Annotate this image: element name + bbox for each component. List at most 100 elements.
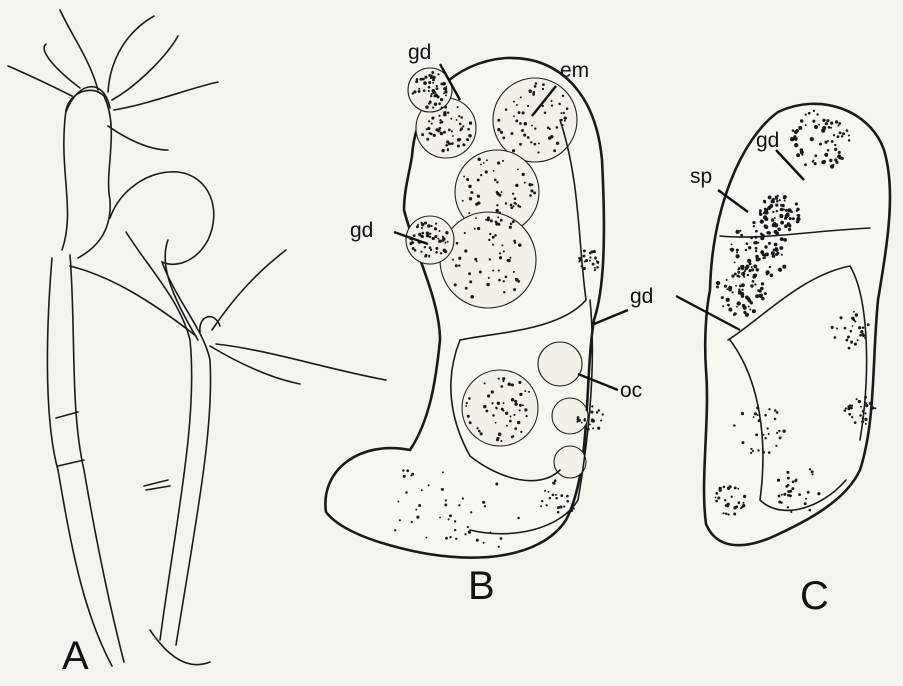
sperm-dot [780,204,783,207]
nucleus-dot [845,407,847,409]
nucleus-dot [479,270,482,273]
tentacle [112,36,218,110]
nucleus-dot [590,410,593,413]
sperm-dot [755,294,759,298]
tentacle [8,44,80,96]
nucleus-dot [519,409,521,411]
sperm-dot [832,164,834,166]
sperm-dot [790,210,793,213]
sperm-dot [810,137,814,141]
nucleus-dot [428,90,430,92]
sperm-dot [734,312,737,315]
nucleus-dot [477,179,480,182]
nucleus-dot [553,149,556,152]
sperm-dot [747,259,751,263]
sperm-dot [756,268,760,272]
sperm-dot [747,274,749,276]
nucleus-dot [452,135,454,137]
nucleus-dot [454,529,456,531]
gonophore [110,172,214,264]
nucleus-dot [464,232,466,234]
nucleus-dot [774,409,777,412]
sperm-dot [777,227,781,231]
nucleus-dot [592,427,594,429]
sperm-dot [833,134,835,136]
sperm-dot [783,208,785,210]
nucleus-dot [858,326,861,329]
sperm-dot [779,199,781,201]
nucleus-dot [458,264,460,266]
nucleus-dot [426,537,428,539]
nucleus-dot [448,518,450,520]
nucleus-dot [805,498,807,500]
sperm-dot [722,305,724,307]
nucleus-dot [402,469,404,471]
nucleus-dot [428,102,430,104]
nucleus-dot [733,513,736,516]
sperm-dot [753,264,757,268]
nucleus-dot [497,128,500,131]
nucleus-dot [480,432,483,435]
sperm-dot [838,122,841,125]
nucleus-dot [786,471,789,474]
nucleus-dot [725,504,728,507]
nucleus-dot [421,489,423,491]
nucleus-dot [787,494,790,497]
sperm-dot [751,268,754,271]
nucleus-dot [492,269,494,271]
nucleus-dot [462,200,464,202]
sperm-dot [761,282,764,285]
sperm-dot [805,124,807,126]
nucleus-dot [518,206,520,208]
sperm-dot [741,289,743,291]
nucleus-dot [578,419,581,422]
nucleus-dot [459,123,462,126]
nucleus-dot [511,383,514,386]
sperm-dot [728,308,732,312]
nucleus-dot [510,223,513,226]
sperm-dot [755,250,757,252]
nucleus-dot [495,483,498,486]
nucleus-dot [733,506,736,509]
nucleus-dot [854,421,857,424]
nucleus-dot [871,406,874,409]
nucleus-dot [519,393,522,396]
panel-label-c: C [800,576,829,616]
sperm-dot [779,214,781,216]
sperm-dot [822,119,825,122]
sperm-dot [800,119,803,122]
nucleus-dot [499,256,502,259]
sperm-dot [771,218,774,221]
sperm-dot [745,249,747,251]
sperm-dot [814,125,818,129]
nucleus-dot [503,280,505,282]
nucleus-dot [555,494,557,496]
nucleus-dot [848,413,851,416]
sperm-dot [752,280,755,283]
sperm-dot [789,217,792,220]
nucleus-dot [509,226,512,229]
nucleus-dot [433,95,435,97]
nucleus-dot [513,288,516,291]
nucleus-dot [469,421,472,424]
nucleus-dot [476,427,478,429]
nucleus-dot [445,144,448,147]
nucleus-dot [862,410,865,413]
sperm-dot [797,220,799,222]
sperm-dot [776,210,778,212]
nucleus-dot [420,251,422,253]
nucleus-dot [552,482,555,485]
nucleus-dot [477,227,480,230]
nucleus-dot [524,182,526,184]
sperm-dot [760,294,763,297]
nucleus-dot [563,112,565,114]
nucleus-dot [410,474,412,476]
label-em: em [560,60,589,81]
sperm-dot [755,230,758,233]
sperm-dot [824,141,827,144]
nucleus-dot [445,537,448,540]
nucleus-dot [444,106,447,109]
panel-label-a: A [62,636,89,676]
basal-stolon [150,630,210,665]
nucleus-dot [444,503,447,506]
